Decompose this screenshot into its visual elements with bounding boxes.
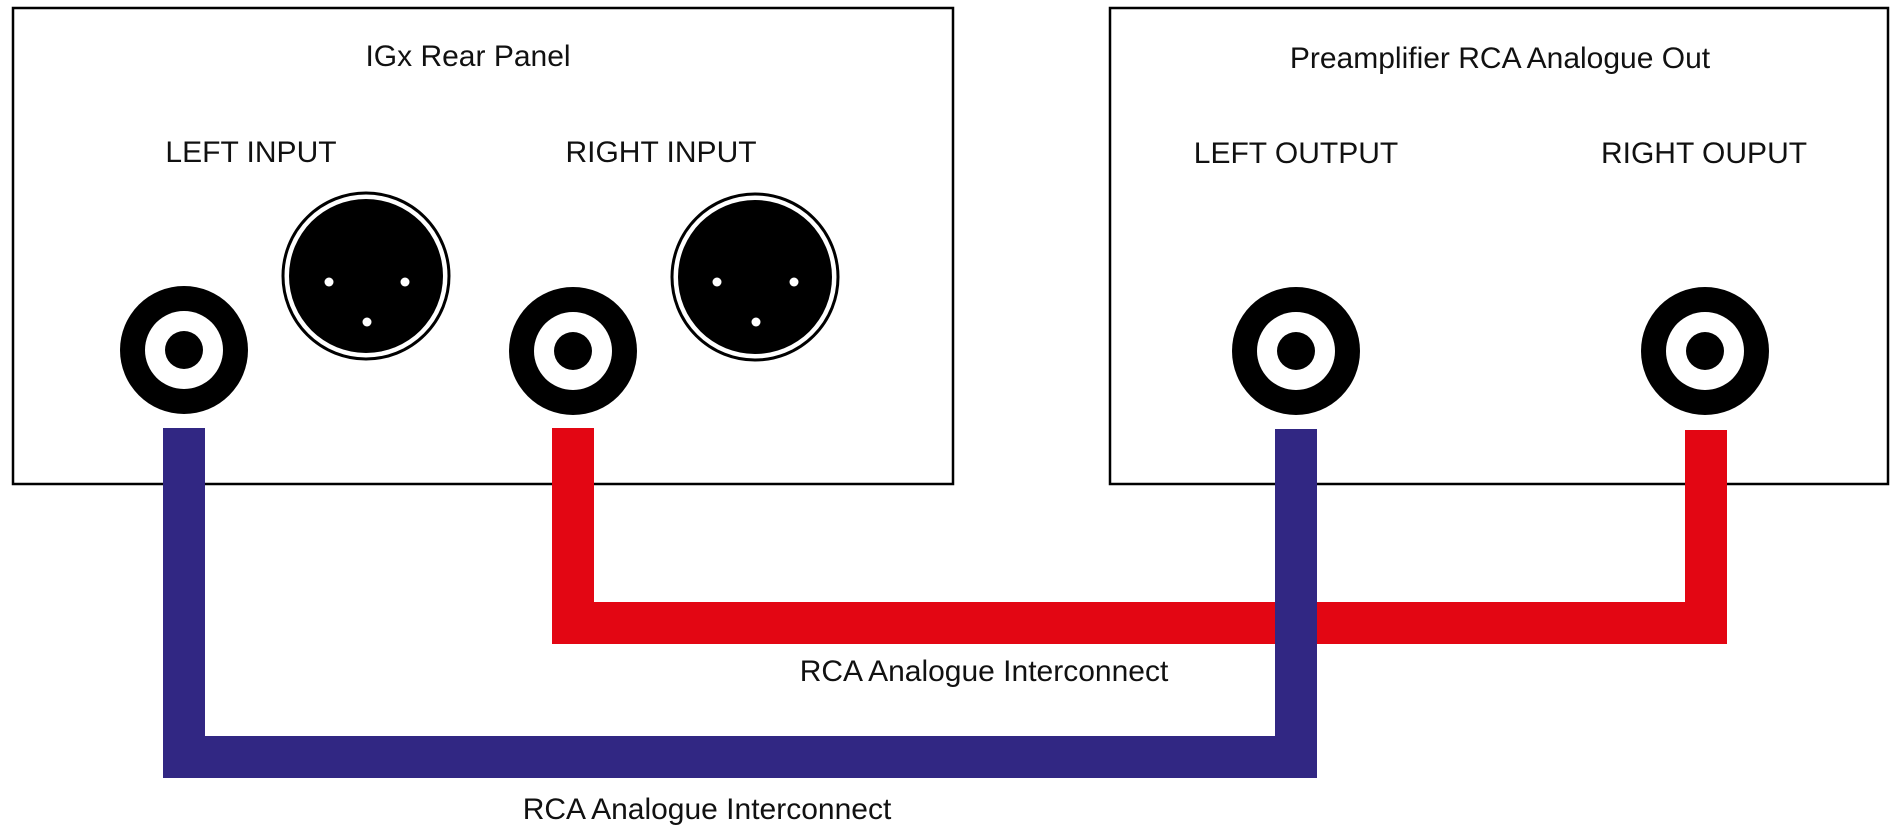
igx-panel-title: IGx Rear Panel xyxy=(365,40,570,73)
rca-jack-icon xyxy=(1641,287,1769,415)
preamp-panel xyxy=(1108,6,1890,486)
blue-cable-label: RCA Analogue Interconnect xyxy=(523,793,892,826)
left-input-label: LEFT INPUT xyxy=(165,136,336,169)
red-cable xyxy=(552,428,1727,644)
right-output-label: RIGHT OUPUT xyxy=(1601,137,1807,170)
right-input-label: RIGHT INPUT xyxy=(565,136,756,169)
xlr-socket-icon xyxy=(670,192,840,362)
rca-jack-icon xyxy=(1232,287,1360,415)
rca-jack-icon xyxy=(120,286,248,414)
rca-jack-icon xyxy=(509,287,637,415)
xlr-socket-icon xyxy=(281,191,451,361)
red-cable-label: RCA Analogue Interconnect xyxy=(800,655,1169,688)
left-output-label: LEFT OUTPUT xyxy=(1194,137,1398,170)
preamp-panel-title: Preamplifier RCA Analogue Out xyxy=(1290,42,1711,75)
blue-cable xyxy=(163,428,1317,778)
